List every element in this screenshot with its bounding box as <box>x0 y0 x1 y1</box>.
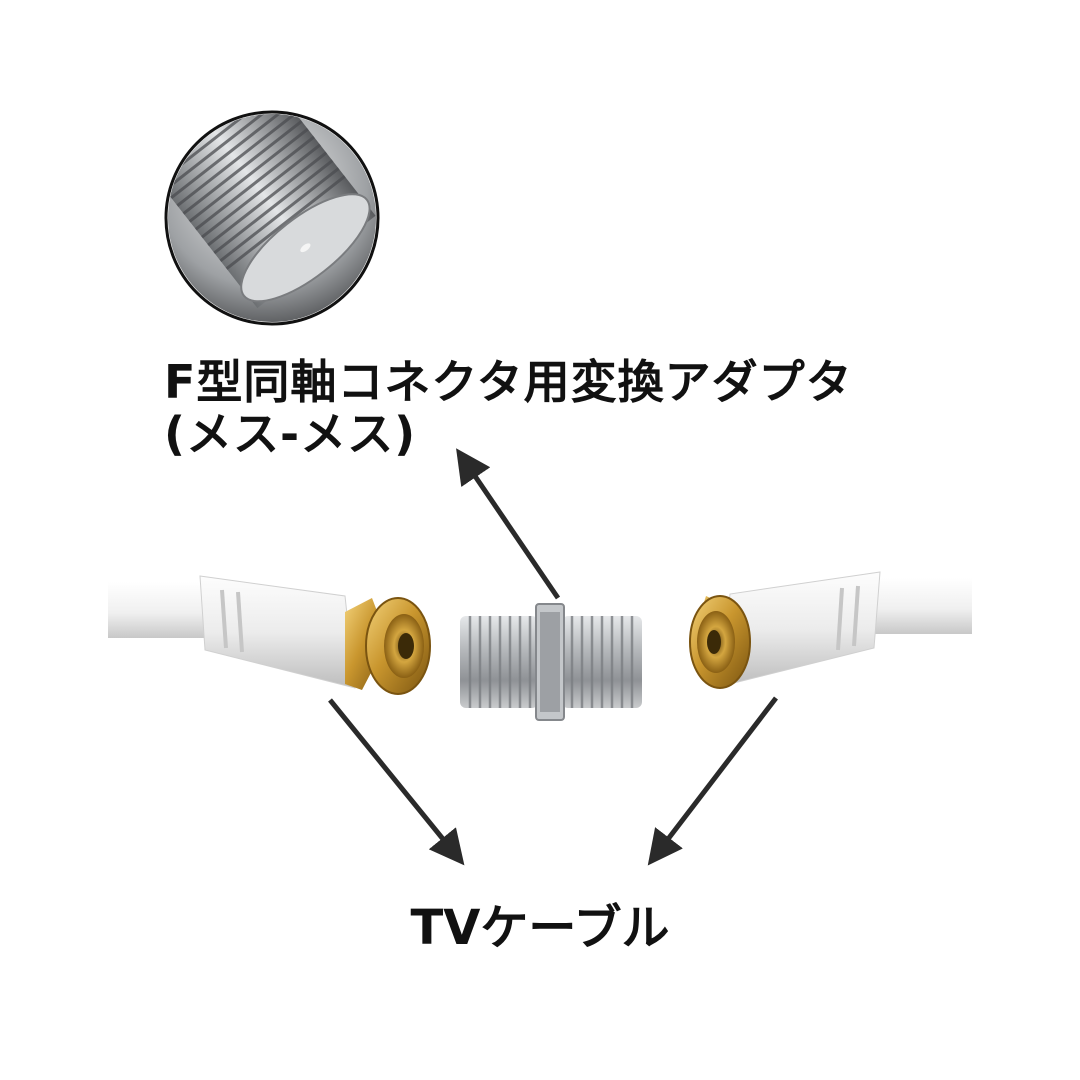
arrows <box>328 448 778 866</box>
adapter-label-line2: (メス-メス) <box>164 407 417 461</box>
thread-closeup-inset <box>164 110 380 326</box>
right-tv-cable <box>689 571 972 689</box>
right-gold-connector <box>689 595 751 689</box>
arrow-left-cable-to-label <box>328 698 465 866</box>
arrow-right-cable-to-label <box>647 696 778 866</box>
left-tv-cable <box>108 575 431 695</box>
f-type-adapter <box>460 603 642 721</box>
adapter-label-line1: F型同軸コネクタ用変換アダプタ <box>164 355 853 409</box>
cable-label: TVケーブル <box>410 900 670 956</box>
left-gold-connector <box>345 597 431 695</box>
arrow-to-adapter-label <box>456 448 561 600</box>
adapter-label: F型同軸コネクタ用変換アダプタ (メス-メス) <box>164 356 853 460</box>
